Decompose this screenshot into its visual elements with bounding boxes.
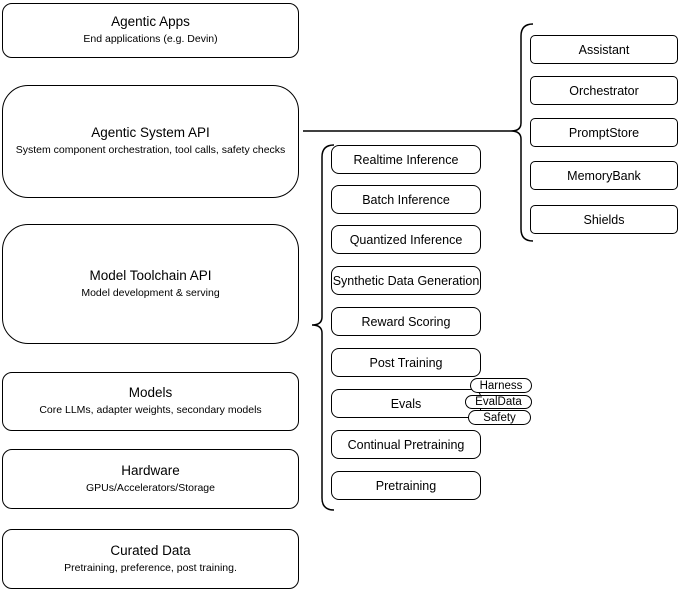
node-pretraining: Pretraining xyxy=(331,471,481,500)
node-reward-scoring: Reward Scoring xyxy=(331,307,481,336)
tag-label: Harness xyxy=(479,379,523,392)
layer-agentic-apps: Agentic Apps End applications (e.g. Devi… xyxy=(2,3,299,58)
node-label: Realtime Inference xyxy=(353,152,459,167)
layer-subtitle: GPUs/Accelerators/Storage xyxy=(86,481,215,494)
layer-models: Models Core LLMs, adapter weights, secon… xyxy=(2,372,299,431)
node-label: PromptStore xyxy=(568,125,640,140)
layer-title: Models xyxy=(128,385,173,401)
layer-agentic-system-api: Agentic System API System component orch… xyxy=(2,85,299,198)
layer-curated-data: Curated Data Pretraining, preference, po… xyxy=(2,529,299,589)
node-continual-pretraining: Continual Pretraining xyxy=(331,430,481,459)
toolchain-bracket xyxy=(311,144,335,511)
node-label: Evals xyxy=(390,396,422,411)
node-label: Assistant xyxy=(578,42,630,57)
layer-title: Agentic System API xyxy=(91,125,210,141)
node-orchestrator: Orchestrator xyxy=(530,76,678,105)
node-label: Reward Scoring xyxy=(361,314,451,329)
node-synthetic-data-generation: Synthetic Data Generation xyxy=(331,266,481,295)
node-label: Post Training xyxy=(369,355,443,370)
tag-safety: Safety xyxy=(468,410,531,425)
tag-label: EvalData xyxy=(475,396,522,408)
layer-title: Agentic Apps xyxy=(111,14,190,30)
node-evals: Evals xyxy=(331,389,481,418)
tag-label: Safety xyxy=(483,411,516,424)
node-assistant: Assistant xyxy=(530,35,678,64)
layer-subtitle: System component orchestration, tool cal… xyxy=(15,144,286,157)
node-shields: Shields xyxy=(530,205,678,234)
node-label: Batch Inference xyxy=(362,192,450,207)
layer-title: Hardware xyxy=(121,462,180,478)
node-label: Synthetic Data Generation xyxy=(332,273,480,288)
node-realtime-inference: Realtime Inference xyxy=(331,145,481,174)
layer-subtitle: Core LLMs, adapter weights, secondary mo… xyxy=(39,404,262,417)
node-batch-inference: Batch Inference xyxy=(331,185,481,214)
layer-title: Curated Data xyxy=(110,542,191,558)
layer-subtitle: Model development & serving xyxy=(81,286,220,299)
layer-subtitle: End applications (e.g. Devin) xyxy=(83,33,218,46)
layer-subtitle: Pretraining, preference, post training. xyxy=(64,561,237,574)
node-promptstore: PromptStore xyxy=(530,118,678,147)
node-label: MemoryBank xyxy=(567,168,641,183)
tag-harness: Harness xyxy=(470,378,532,393)
layer-title: Model Toolchain API xyxy=(89,267,212,283)
layer-model-toolchain-api: Model Toolchain API Model development & … xyxy=(2,224,299,344)
node-label: Orchestrator xyxy=(569,83,639,98)
node-label: Continual Pretraining xyxy=(347,437,465,452)
node-post-training: Post Training xyxy=(331,348,481,377)
node-quantized-inference: Quantized Inference xyxy=(331,225,481,254)
node-label: Shields xyxy=(583,212,625,227)
layer-hardware: Hardware GPUs/Accelerators/Storage xyxy=(2,449,299,509)
node-memorybank: MemoryBank xyxy=(530,161,678,190)
tag-evaldata: EvalData xyxy=(465,395,532,409)
node-label: Pretraining xyxy=(375,478,437,493)
system-components-bracket xyxy=(510,23,534,242)
node-label: Quantized Inference xyxy=(349,232,463,247)
